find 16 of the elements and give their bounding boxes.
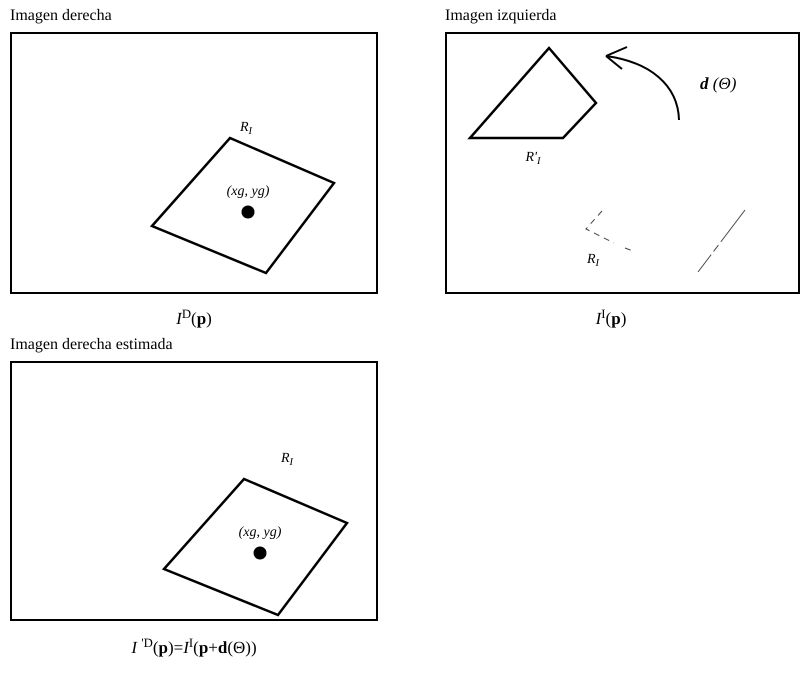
centroid-label: (xg, yg): [238, 525, 282, 541]
region-label: R$_{I}$: [240, 120, 252, 136]
image-caption: I$^{I}$(p): [596, 306, 626, 330]
image-caption: I $^{'D}$(p)=I$^{I}$(p+d(Θ)): [131, 635, 257, 659]
region-label: R'$_{I}$: [525, 150, 541, 166]
transform-label: d (Θ): [700, 73, 736, 95]
region-label: R$_{I}$: [280, 451, 294, 467]
panel-title: Imagen derecha: [10, 6, 112, 26]
image-caption: I$^{D}$(p): [176, 306, 212, 330]
panel-title: Imagen izquierda: [445, 6, 556, 26]
region-label: R$_{I}$: [586, 252, 600, 268]
image-frame: [445, 32, 800, 294]
image-frame: [10, 32, 378, 294]
panel-title: Imagen derecha estimada: [10, 335, 173, 355]
centroid-label: (xg, yg): [226, 184, 270, 200]
image-frame: [10, 361, 378, 621]
